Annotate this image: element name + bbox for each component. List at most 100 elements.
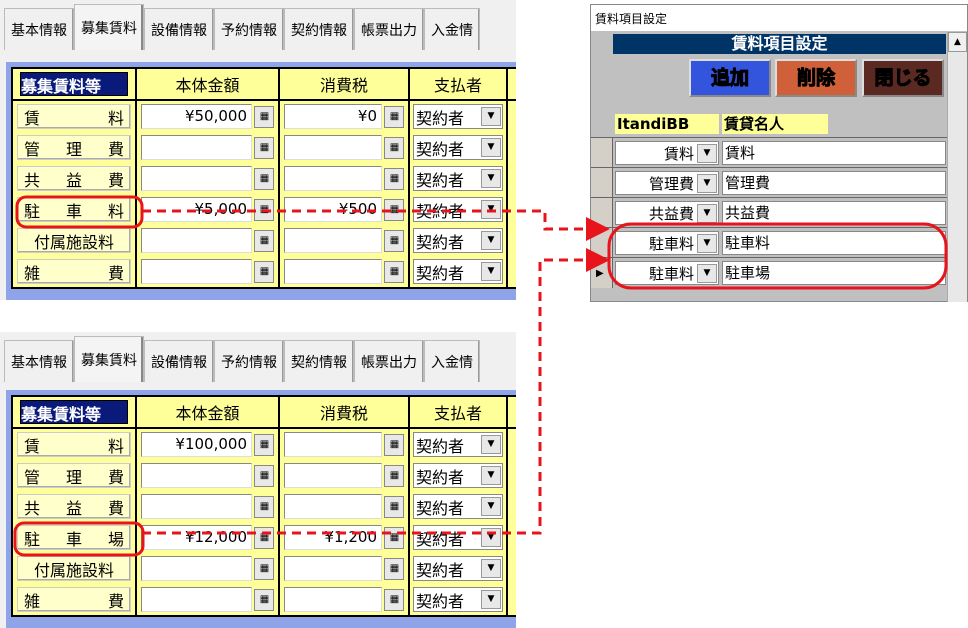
- chevron-down-icon[interactable]: ▼: [697, 143, 717, 163]
- add-button[interactable]: 追加: [689, 59, 771, 97]
- tab-5[interactable]: 帳票出力: [354, 340, 424, 382]
- amount-input[interactable]: [141, 494, 252, 519]
- amount-input[interactable]: ¥5,000: [141, 197, 252, 222]
- calculator-icon[interactable]: ▦: [254, 433, 274, 456]
- tab-5[interactable]: 帳票出力: [354, 8, 424, 50]
- calculator-icon[interactable]: ▦: [254, 105, 274, 128]
- chevron-down-icon[interactable]: ▼: [481, 107, 501, 126]
- calculator-icon[interactable]: ▦: [254, 260, 274, 283]
- row-selector[interactable]: [591, 198, 613, 228]
- calculator-icon[interactable]: ▦: [384, 557, 404, 580]
- payer-select[interactable]: 契約者▼: [413, 197, 503, 222]
- chevron-down-icon[interactable]: ▼: [481, 528, 501, 547]
- amount-input[interactable]: ¥12,000: [141, 525, 252, 550]
- payer-select[interactable]: 契約者▼: [413, 228, 503, 253]
- amount-input[interactable]: [141, 587, 252, 612]
- row-selector[interactable]: [591, 138, 613, 168]
- tax-input[interactable]: [284, 463, 382, 488]
- calculator-icon[interactable]: ▦: [384, 105, 404, 128]
- calculator-icon[interactable]: ▦: [254, 136, 274, 159]
- tab-6[interactable]: 入金情: [424, 340, 480, 382]
- chevron-down-icon[interactable]: ▼: [697, 263, 717, 283]
- tax-input[interactable]: ¥0: [284, 104, 382, 129]
- tax-input[interactable]: [284, 432, 382, 457]
- tab-3[interactable]: 予約情報: [214, 8, 284, 50]
- itandi-select[interactable]: 管理費▼: [615, 171, 719, 195]
- payer-select[interactable]: 契約者▼: [413, 556, 503, 581]
- tab-2[interactable]: 設備情報: [144, 8, 214, 50]
- tax-input[interactable]: [284, 556, 382, 581]
- amount-input[interactable]: [141, 228, 252, 253]
- calculator-icon[interactable]: ▦: [384, 229, 404, 252]
- delete-button[interactable]: 削除: [775, 59, 857, 97]
- tab-4[interactable]: 契約情報: [284, 340, 354, 382]
- chevron-down-icon[interactable]: ▼: [481, 169, 501, 188]
- chevron-down-icon[interactable]: ▼: [697, 173, 717, 193]
- tab-1[interactable]: 募集賃料: [74, 4, 144, 50]
- calculator-icon[interactable]: ▦: [254, 229, 274, 252]
- tab-0[interactable]: 基本情報: [4, 340, 74, 382]
- name-input[interactable]: 管理費: [722, 171, 946, 195]
- calculator-icon[interactable]: ▦: [254, 495, 274, 518]
- chevron-down-icon[interactable]: ▼: [481, 466, 501, 485]
- itandi-select[interactable]: 駐車料▼: [615, 261, 719, 285]
- chevron-down-icon[interactable]: ▼: [697, 203, 717, 223]
- tax-input[interactable]: ¥500: [284, 197, 382, 222]
- calculator-icon[interactable]: ▦: [384, 464, 404, 487]
- amount-input[interactable]: [141, 135, 252, 160]
- payer-select[interactable]: 契約者▼: [413, 166, 503, 191]
- tab-6[interactable]: 入金情: [424, 8, 480, 50]
- chevron-down-icon[interactable]: ▼: [481, 559, 501, 578]
- payer-select[interactable]: 契約者▼: [413, 463, 503, 488]
- itandi-select[interactable]: 賃料▼: [615, 141, 719, 165]
- tab-1[interactable]: 募集賃料: [74, 336, 144, 382]
- amount-input[interactable]: ¥50,000: [141, 104, 252, 129]
- tax-input[interactable]: [284, 587, 382, 612]
- chevron-down-icon[interactable]: ▼: [481, 262, 501, 281]
- tax-input[interactable]: [284, 135, 382, 160]
- calculator-icon[interactable]: ▦: [384, 495, 404, 518]
- itandi-select[interactable]: 駐車料▼: [615, 231, 719, 255]
- tax-input[interactable]: [284, 494, 382, 519]
- name-input[interactable]: 賃料: [722, 141, 946, 165]
- calculator-icon[interactable]: ▦: [384, 198, 404, 221]
- row-selector[interactable]: ▶: [591, 258, 613, 288]
- calculator-icon[interactable]: ▦: [254, 464, 274, 487]
- chevron-down-icon[interactable]: ▼: [481, 497, 501, 516]
- amount-input[interactable]: [141, 463, 252, 488]
- name-input[interactable]: 共益費: [722, 201, 946, 225]
- amount-input[interactable]: [141, 556, 252, 581]
- tab-2[interactable]: 設備情報: [144, 340, 214, 382]
- payer-select[interactable]: 契約者▼: [413, 135, 503, 160]
- tab-0[interactable]: 基本情報: [4, 8, 74, 50]
- calculator-icon[interactable]: ▦: [384, 588, 404, 611]
- payer-select[interactable]: 契約者▼: [413, 525, 503, 550]
- chevron-down-icon[interactable]: ▼: [481, 200, 501, 219]
- calculator-icon[interactable]: ▦: [384, 167, 404, 190]
- calculator-icon[interactable]: ▦: [254, 167, 274, 190]
- payer-select[interactable]: 契約者▼: [413, 104, 503, 129]
- calculator-icon[interactable]: ▦: [384, 260, 404, 283]
- scroll-up-icon[interactable]: ▲: [948, 32, 967, 52]
- amount-input[interactable]: [141, 259, 252, 284]
- chevron-down-icon[interactable]: ▼: [481, 590, 501, 609]
- name-input[interactable]: 駐車場: [722, 261, 946, 285]
- tax-input[interactable]: ¥1,200: [284, 525, 382, 550]
- chevron-down-icon[interactable]: ▼: [481, 435, 501, 454]
- calculator-icon[interactable]: ▦: [384, 526, 404, 549]
- scrollbar[interactable]: ▲: [947, 32, 967, 302]
- name-input[interactable]: 駐車料: [722, 231, 946, 255]
- payer-select[interactable]: 契約者▼: [413, 259, 503, 284]
- tax-input[interactable]: [284, 228, 382, 253]
- calculator-icon[interactable]: ▦: [254, 557, 274, 580]
- close-button[interactable]: 閉じる: [862, 59, 944, 97]
- row-selector[interactable]: [591, 228, 613, 258]
- calculator-icon[interactable]: ▦: [384, 136, 404, 159]
- calculator-icon[interactable]: ▦: [254, 526, 274, 549]
- tab-4[interactable]: 契約情報: [284, 8, 354, 50]
- calculator-icon[interactable]: ▦: [254, 588, 274, 611]
- calculator-icon[interactable]: ▦: [254, 198, 274, 221]
- calculator-icon[interactable]: ▦: [384, 433, 404, 456]
- amount-input[interactable]: [141, 166, 252, 191]
- tax-input[interactable]: [284, 259, 382, 284]
